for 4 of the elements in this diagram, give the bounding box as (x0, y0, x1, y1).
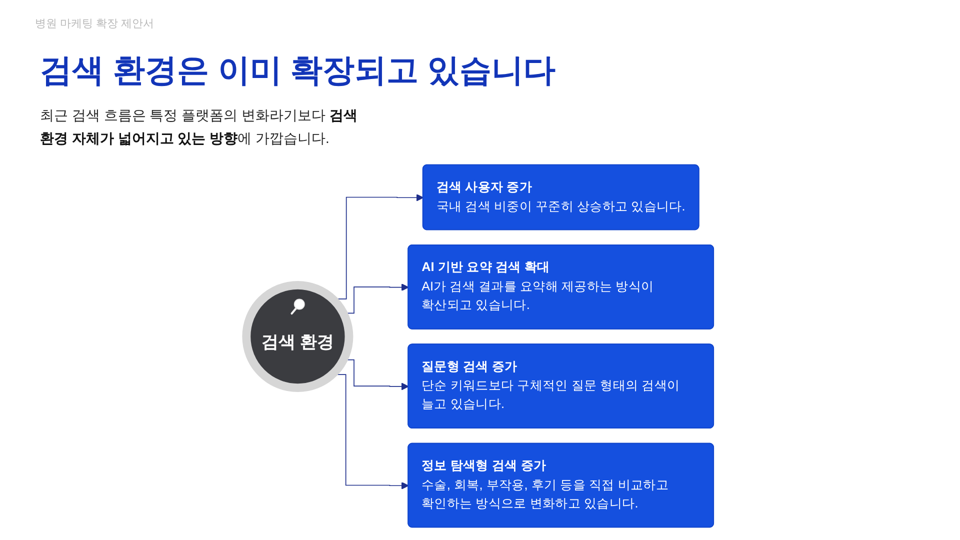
running-header: 병원 마케팅 확장 제안서 (35, 17, 154, 31)
slide-title: 검색 환경은 이미 확장되고 있습니다 (40, 51, 556, 90)
subtitle-text: 최근 검색 흐름은 특정 플랫폼의 변화라기보다 검색 환경 자체가 넓어지고 있는 방향에 가깝습니다. (40, 106, 358, 148)
node-circle: 검색 환경 (242, 280, 354, 392)
